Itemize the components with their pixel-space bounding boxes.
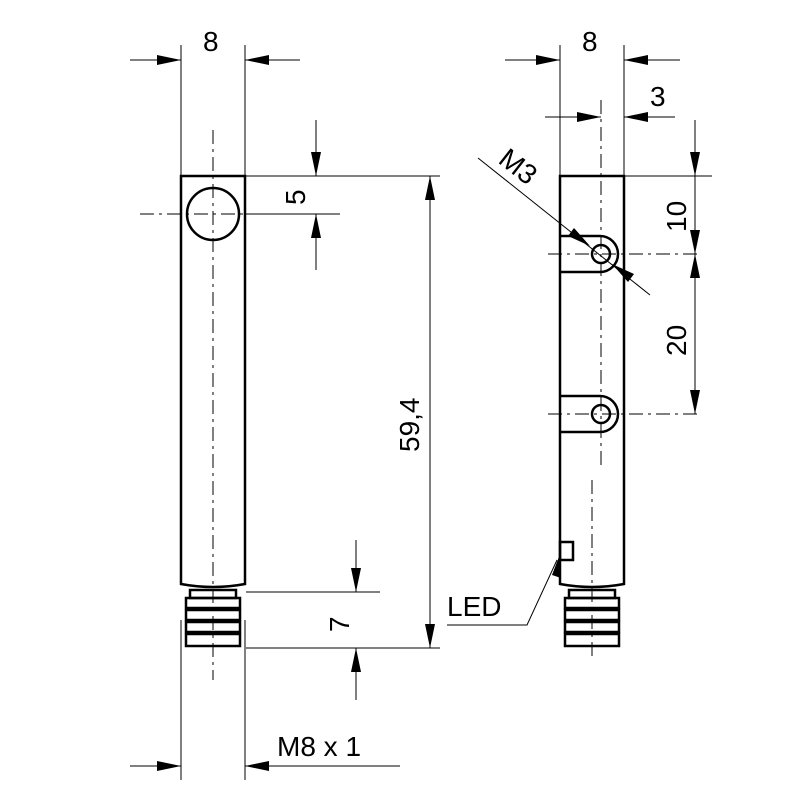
- led-indicator: [558, 540, 575, 562]
- front-body-outline: [179, 174, 247, 589]
- dim-top-hole-offset: 5: [245, 120, 340, 270]
- dim-thread-length: 7: [246, 540, 380, 700]
- dim-hole-offset: 3: [545, 81, 675, 176]
- front-width-label: 8: [203, 26, 219, 57]
- thread-spec-label: M8 x 1: [277, 731, 361, 762]
- side-mount-slot-lower: [560, 394, 620, 434]
- hole-spacing-1-label: 10: [661, 201, 692, 232]
- thread-length-label: 7: [324, 616, 355, 632]
- side-view: 8 3 10 20 M3: [447, 26, 712, 660]
- total-length-label: 59,4: [394, 398, 425, 453]
- screw-size-label: M3: [493, 142, 543, 190]
- led-label: LED: [447, 591, 501, 622]
- hole-spacing-2-label: 20: [661, 325, 692, 356]
- side-width-label: 8: [582, 26, 598, 57]
- dim-thread-spec: M8 x 1: [130, 620, 400, 780]
- front-view: 8 5 59,4 7: [130, 26, 440, 780]
- front-connector: [184, 588, 242, 648]
- hole-offset-label: 3: [650, 81, 666, 112]
- top-hole-offset-label: 5: [280, 189, 311, 205]
- side-body-outline: [558, 174, 626, 589]
- side-connector: [563, 588, 621, 648]
- dim-hole-spacings: 10 20: [624, 120, 712, 414]
- dim-total-length: 59,4: [246, 175, 440, 649]
- side-mount-slot-upper: [560, 234, 620, 274]
- led-callout: LED: [447, 554, 561, 626]
- dim-front-width: 8: [130, 26, 300, 176]
